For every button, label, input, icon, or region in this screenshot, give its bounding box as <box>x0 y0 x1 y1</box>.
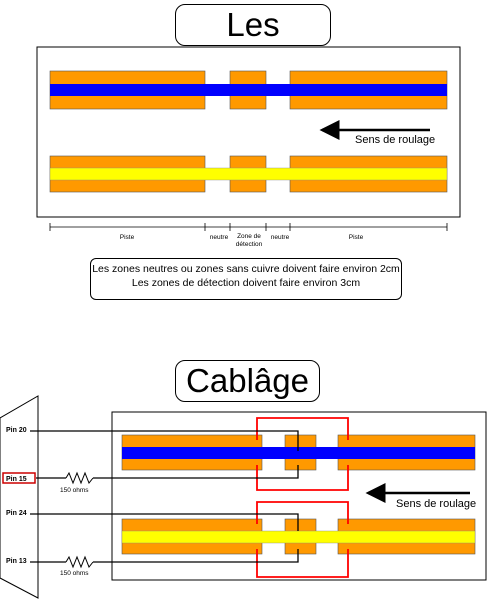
copper-segment <box>289 155 448 193</box>
copper-segment <box>284 434 317 471</box>
blue-rail <box>50 84 447 96</box>
cablage-direction-label: Sens de roulage <box>396 498 476 510</box>
label-neutre-left: neutre <box>210 234 229 241</box>
pin-15-highlight <box>2 472 36 484</box>
pin-13-label: Pin 13 <box>6 558 27 565</box>
copper-segment <box>337 434 476 471</box>
yellow-rail <box>121 530 476 544</box>
label-piste-left: Piste <box>120 234 135 241</box>
pin-24-label: Pin 24 <box>6 510 27 517</box>
cablage-track-blue <box>121 434 476 471</box>
zones-direction-label: Sens de roulage <box>355 134 435 146</box>
resistor-bottom <box>65 555 94 569</box>
blue-rail <box>122 447 475 459</box>
note-line-2: Les zones de détection doivent faire env… <box>131 277 361 289</box>
copper-segment <box>337 518 476 555</box>
note-line-1: Les zones neutres ou zones sans cuivre d… <box>92 263 400 275</box>
label-zone-detection-2: détection <box>236 241 263 248</box>
zones-note: Les zones neutres ou zones sans cuivre d… <box>90 258 402 300</box>
copper-segment <box>284 518 317 555</box>
cablage-title: Cablâge <box>175 360 320 402</box>
resistor-top <box>65 471 94 485</box>
copper-segment <box>121 434 263 471</box>
resistor-bottom-label: 150 ohms <box>60 570 89 577</box>
pin-20-label: Pin 20 <box>6 427 27 434</box>
yellow-rail <box>49 167 448 181</box>
resistor-top-label: 150 ohms <box>60 487 89 494</box>
black-wires <box>30 430 299 563</box>
copper-segment <box>121 518 263 555</box>
label-piste-right: Piste <box>349 234 364 241</box>
zones-title: Les Zones <box>175 4 331 83</box>
copper-segment <box>289 70 448 110</box>
pin-15-label: Pin 15 <box>6 476 27 483</box>
cablage-frame <box>111 411 487 581</box>
copper-segment <box>229 155 267 193</box>
label-neutre-right: neutre <box>271 234 290 241</box>
red-jumper-wires <box>256 417 349 578</box>
zones-dimension-line <box>49 223 448 231</box>
zones-track-yellow <box>49 155 448 193</box>
copper-segment <box>49 70 206 110</box>
cablage-track-yellow <box>121 518 476 555</box>
label-zone-detection-1: Zone de <box>237 233 261 240</box>
connector-plug <box>0 395 39 599</box>
copper-segment <box>49 155 206 193</box>
